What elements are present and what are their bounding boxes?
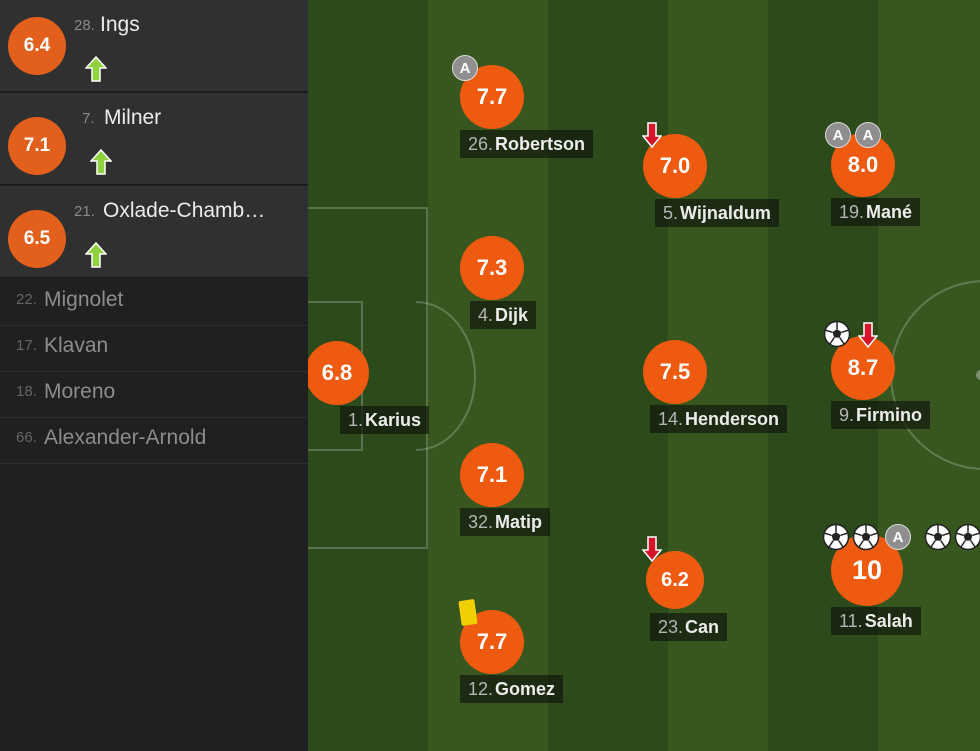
- player-name: Karius: [365, 409, 422, 430]
- shirt-number: 28.: [74, 17, 95, 34]
- shirt-number: 66.: [16, 429, 37, 446]
- player-name: Klavan: [44, 334, 109, 357]
- name-label: 4.Dijk: [470, 301, 537, 329]
- player-name: Henderson: [685, 408, 780, 429]
- assist-icon: A: [855, 122, 881, 148]
- name-label: 11.Salah: [831, 607, 921, 635]
- rating-badge: 7.5: [643, 340, 707, 404]
- shirt-number: 22.: [16, 291, 37, 308]
- substitute-row[interactable]: 6.5 21. Oxlade-Chamb…: [0, 186, 308, 278]
- rating-badge: 8.7: [831, 336, 895, 400]
- shirt-number: 7.: [82, 110, 95, 127]
- soccer-ball-icon: [822, 523, 850, 551]
- rating-badge: 6.4: [8, 17, 66, 75]
- name-label: 14.Henderson: [650, 405, 788, 433]
- name-label: 9.Firmino: [831, 401, 931, 429]
- rating-badge: 7.1: [460, 443, 524, 507]
- reserve-row[interactable]: 22. Mignolet: [0, 280, 308, 326]
- center-spot: [976, 370, 980, 380]
- player-name: Can: [685, 616, 720, 637]
- shirt-number: 17.: [16, 337, 37, 354]
- shirt-number: 23.: [658, 616, 684, 637]
- shirt-number: 9.: [839, 404, 855, 425]
- shirt-number: 19.: [839, 201, 865, 222]
- player-name: Oxlade-Chamb…: [103, 199, 266, 222]
- pitch: 6.8 1.Karius 7.7 26.Robertson A 7.3 4.Di…: [308, 0, 980, 751]
- player-name: Matip: [495, 511, 543, 532]
- player-name: Mignolet: [44, 288, 124, 311]
- name-label: 26.Robertson: [460, 130, 594, 158]
- arrow-up-icon: [85, 242, 107, 268]
- rating-badge: 6.2: [646, 551, 704, 609]
- rating-badge: 7.1: [8, 117, 66, 175]
- shirt-number: 26.: [468, 133, 494, 154]
- soccer-ball-icon: [852, 523, 880, 551]
- shirt-number: 21.: [74, 203, 95, 220]
- reserve-row[interactable]: 17. Klavan: [0, 326, 308, 372]
- name-label: 1.Karius: [340, 406, 430, 434]
- reserve-row[interactable]: 18. Moreno: [0, 372, 308, 418]
- player-name: Wijnaldum: [680, 202, 771, 223]
- rating-badge: 7.3: [460, 236, 524, 300]
- arrow-down-icon: [642, 122, 662, 148]
- rating-badge: 6.8: [308, 341, 369, 405]
- player-name: Milner: [104, 106, 162, 129]
- arrow-up-icon: [85, 56, 107, 82]
- shirt-number: 1.: [348, 409, 364, 430]
- shirt-number: 4.: [478, 304, 494, 325]
- substitute-row[interactable]: 6.4 28. Ings: [0, 0, 308, 92]
- rating-badge: 6.5: [8, 210, 66, 268]
- arrow-down-icon: [642, 536, 662, 562]
- rating-badge: 7.0: [643, 134, 707, 198]
- player-name: Ings: [100, 13, 140, 36]
- player-name: Moreno: [44, 380, 116, 403]
- name-label: 32.Matip: [460, 508, 551, 536]
- shirt-number: 11.: [839, 610, 863, 631]
- player-name: Mané: [866, 201, 913, 222]
- player-name: Gomez: [495, 678, 556, 699]
- assist-icon: A: [452, 55, 478, 81]
- shirt-number: 12.: [468, 678, 494, 699]
- name-label: 19.Mané: [831, 198, 921, 226]
- assist-icon: A: [825, 122, 851, 148]
- assist-icon: A: [885, 524, 911, 550]
- shirt-number: 14.: [658, 408, 684, 429]
- soccer-ball-icon: [924, 523, 952, 551]
- reserve-row[interactable]: 66. Alexander-Arnold: [0, 418, 308, 464]
- shirt-number: 32.: [468, 511, 494, 532]
- player-name: Firmino: [856, 404, 923, 425]
- substitute-row[interactable]: 7.1 7. Milner: [0, 93, 308, 185]
- player-name: Salah: [864, 610, 913, 631]
- soccer-ball-icon: [823, 320, 851, 348]
- shirt-number: 18.: [16, 383, 37, 400]
- name-label: 5.Wijnaldum: [655, 199, 779, 227]
- name-label: 12.Gomez: [460, 675, 564, 703]
- arrow-down-icon: [858, 322, 878, 348]
- name-label: 23.Can: [650, 613, 728, 641]
- player-name: Robertson: [495, 133, 586, 154]
- player-name: Alexander-Arnold: [44, 426, 207, 449]
- bench-panel: 6.4 28. Ings 7.1 7. Milner 6.5 21. Oxlad…: [0, 0, 308, 751]
- yellow-card-icon: [458, 599, 478, 626]
- arrow-up-icon: [90, 149, 112, 175]
- player-name: Dijk: [495, 304, 529, 325]
- soccer-ball-icon: [954, 523, 980, 551]
- shirt-number: 5.: [663, 202, 679, 223]
